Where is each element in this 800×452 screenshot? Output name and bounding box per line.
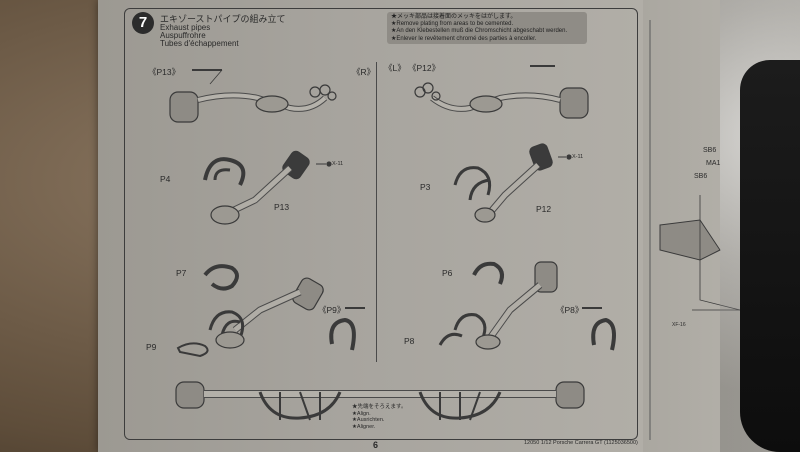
- complete-exhaust: [175, 381, 585, 421]
- left-top-part-label: 《P13》: [148, 67, 181, 77]
- left-assembly-p4: [203, 150, 332, 225]
- note-de: ★An den Klebestellen muß die Chromschich…: [391, 28, 568, 35]
- right-assembly-p3: [453, 143, 572, 223]
- label-p7: P7: [176, 268, 187, 278]
- right-pipe-p12: [414, 65, 589, 119]
- label-sb6-b: SB6: [694, 173, 708, 180]
- note-jp: ★メッキ部品は接着面のメッキをはがします。: [391, 14, 517, 20]
- step-frame: [124, 8, 638, 440]
- align-note: ★先端をそろえます。 ★Align. ★Ausrichten. ★Aligner…: [352, 404, 406, 430]
- step-number: 7: [132, 12, 154, 34]
- left-assembly-p7: [176, 264, 324, 358]
- p8-part-label: 《P8》: [556, 305, 584, 315]
- label-p12: P12: [536, 204, 552, 214]
- left-pipe-p13: [169, 69, 337, 123]
- right-assembly-p6: [438, 261, 558, 350]
- align-de: ★Ausrichten.: [352, 417, 385, 423]
- p9-part-label: 《P9》: [318, 305, 346, 315]
- left-side-label: 《R》: [352, 67, 376, 77]
- step-title-en: Exhaust pipes: [160, 23, 211, 32]
- align-fr: ★Aligner.: [352, 423, 376, 430]
- note-fr: ★Enlever le revêtement chromé des partie…: [391, 35, 537, 42]
- instruction-sheet: [98, 0, 643, 452]
- right-side-label: 《L》: [384, 63, 406, 73]
- footer-text: 12050 1/12 Porsche Carrera GT (112503650…: [524, 440, 638, 446]
- label-x11-right: X-11: [572, 154, 584, 160]
- plating-note: ★メッキ部品は接着面のメッキをはがします。 ★Remove plating fr…: [387, 12, 587, 44]
- align-en: ★Align.: [352, 410, 371, 417]
- label-p3: P3: [420, 182, 431, 192]
- label-x11-left: X-11: [332, 161, 344, 167]
- label-xf16: XF-16: [672, 322, 686, 328]
- step-title-jp: エキゾーストパイプの組み立て: [160, 14, 286, 24]
- label-p6: P6: [442, 268, 453, 278]
- step-title-de: Auspuffrohre: [160, 31, 206, 40]
- right-top-part-label: 《P12》: [408, 63, 441, 73]
- step-title-fr: Tubes d'échappement: [160, 39, 239, 48]
- label-p8: P8: [404, 336, 415, 346]
- page-number: 6: [373, 440, 379, 450]
- label-ma1: MA1: [706, 160, 721, 167]
- label-p4: P4: [160, 174, 171, 184]
- label-p13: P13: [274, 202, 290, 212]
- label-sb6-a: SB6: [703, 147, 717, 154]
- part-p8: [582, 307, 616, 351]
- part-p9: [329, 307, 365, 351]
- label-p9: P9: [146, 342, 157, 352]
- note-en: ★Remove plating from areas to be cemente…: [391, 21, 514, 28]
- dark-object: [740, 60, 800, 452]
- align-jp: ★先端をそろえます。: [352, 404, 407, 410]
- column-divider: [376, 62, 377, 362]
